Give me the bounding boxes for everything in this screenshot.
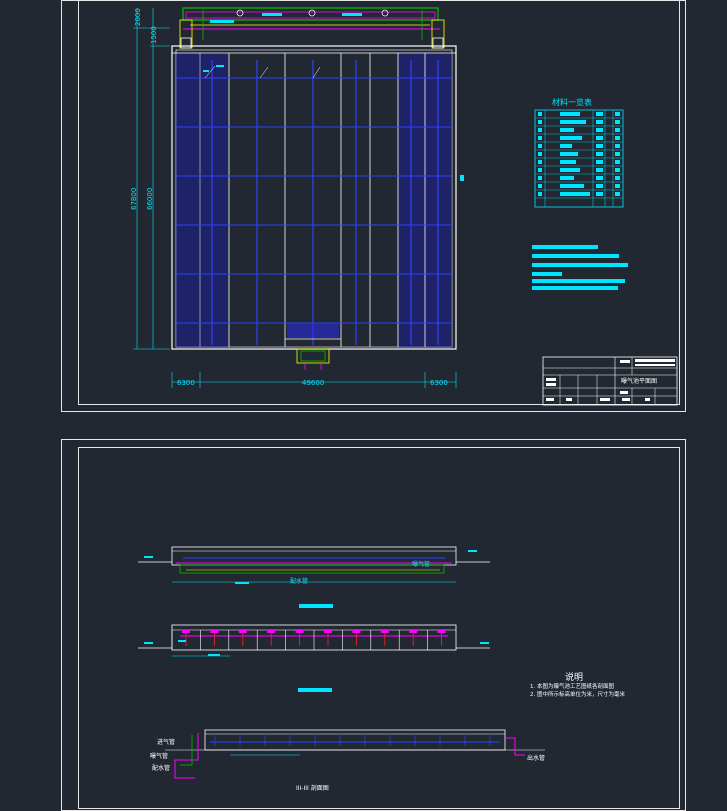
section3-left-label-2: 配水管 — [152, 764, 170, 772]
dim-height-inner: 66000 — [146, 188, 154, 210]
note-line-2: 2. 图中所示标高单位为米，尺寸为毫米 — [530, 690, 625, 698]
title-block: 曝气池平面图 — [542, 356, 678, 406]
top-sheet-inner-frame — [78, 0, 680, 405]
dim-height-outer: 67800 — [130, 188, 138, 210]
dim-top-small-1: 2000 — [134, 8, 142, 26]
section3-caption: III-III 剖面图 — [296, 784, 329, 792]
section-3: 进气管 曝气管 配水管 出水管 III-III 剖面图 — [150, 729, 545, 792]
material-table: 材料一览表 — [534, 97, 624, 208]
material-table-title: 材料一览表 — [552, 97, 592, 107]
section2-caption-bar — [298, 688, 332, 692]
notes-bottom: 说明 1. 本图为曝气池工艺图纸各剖面图 2. 图中所示标高单位为米，尺寸为毫米 — [530, 671, 625, 698]
section-1: 曝气管 配水管 — [138, 546, 490, 585]
notes-title: 说明 — [565, 671, 583, 683]
dim-top-small-2: 1500 — [150, 26, 158, 44]
dim-bottom-mid: 49600 — [302, 379, 324, 387]
plan-view: 2000 1500 67800 66000 6300 49600 6300 — [130, 7, 464, 388]
dim-bottom-right: 6300 — [430, 379, 448, 387]
section-2 — [138, 624, 490, 657]
section1-caption-bar — [299, 604, 333, 608]
section3-left-label-1: 曝气管 — [150, 752, 168, 760]
section3-left-label-0: 进气管 — [157, 738, 175, 746]
section1-aerator-label: 曝气管 — [412, 560, 430, 568]
title-block-drawing-name: 曝气池平面图 — [621, 377, 657, 385]
note-line-1: 1. 本图为曝气池工艺图纸各剖面图 — [530, 682, 614, 690]
dim-bottom-left: 6300 — [177, 379, 195, 387]
section1-water-pipe-label: 配水管 — [290, 577, 308, 585]
notes-block-top — [532, 245, 628, 290]
bottom-sheet-inner-frame — [78, 447, 680, 809]
section3-right-label: 出水管 — [527, 754, 545, 762]
